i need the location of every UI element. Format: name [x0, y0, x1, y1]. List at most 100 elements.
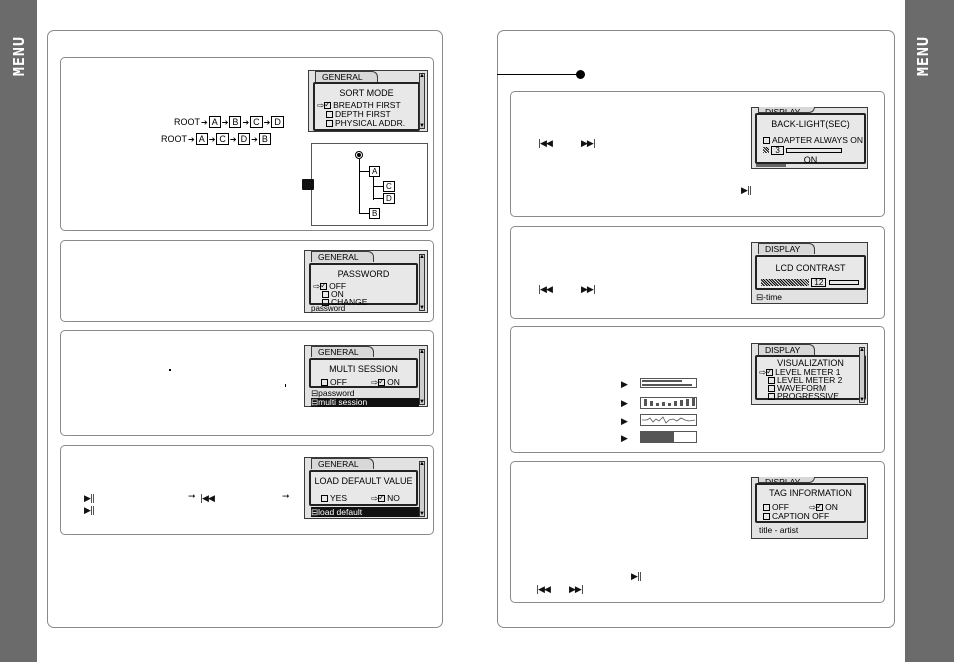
level-meter-1-icon [640, 378, 697, 388]
lcd-slider: 3 [763, 145, 857, 155]
lcd-option-no-selected: ⇨NO [371, 493, 400, 503]
lcd-option: CHANGE [322, 297, 367, 307]
lcd-panel: LOAD DEFAULT VALUE YES ⇨NO [309, 470, 418, 506]
lcd-row-multi-session-selected: ⊟multi session [311, 398, 419, 407]
lcd-bottom-row: title - artist [759, 525, 799, 535]
load-default-section: ▶|| ▶|| ➞ |◀◀ ➞ GENERAL LOAD DEFAULT VAL… [60, 445, 434, 535]
lcd-scrollbar [419, 73, 425, 129]
lcd-slider-value: 3 [771, 146, 784, 155]
path-node: B [229, 116, 242, 128]
lcd-title: VISUALIZATION [777, 358, 844, 368]
lcd-tab: DISPLAY [758, 243, 816, 254]
lcd-option-yes: YES [321, 493, 347, 503]
lcd-row-password: ⊟password [311, 388, 355, 398]
play-icon: ▶ [621, 399, 628, 409]
play-pause-icon: ▶|| [84, 506, 95, 516]
tree-node-a: A [369, 166, 381, 177]
path-node: D [271, 116, 284, 128]
lcd-option: DEPTH FIRST [326, 109, 391, 119]
folder-icon [302, 179, 314, 190]
lcd-panel: VISUALIZATION ⇨LEVEL METER 1 LEVEL METER… [755, 355, 866, 401]
arrow-icon: ➞ [282, 492, 289, 502]
lcd-scrollbar [859, 347, 865, 403]
left-side-band [0, 0, 37, 662]
backlight-section: |◀◀ ▶▶| ▶|| DISPLAY BACK-LIGHT(SEC) ADAP… [510, 91, 885, 217]
lcd-panel: PASSWORD ⇨OFF ON CHANGE [309, 263, 418, 307]
lcd-option: PROGRESSIVE [768, 391, 839, 401]
play-pause-icon: ▶|| [84, 494, 95, 504]
progressive-icon [640, 431, 697, 443]
path-root: ROOT [161, 134, 187, 144]
lcd-title: TAG INFORMATION [769, 488, 852, 498]
play-pause-icon: ▶|| [631, 572, 642, 582]
lcd-tab: GENERAL [315, 71, 378, 82]
lcd-tab: GENERAL [311, 458, 374, 469]
lcd-title: SORT MODE [339, 88, 394, 98]
play-icon: ▶ [621, 417, 628, 427]
lcd-panel: SORT MODE ⇨BREADTH FIRST DEPTH FIRST PHY… [313, 82, 420, 131]
path-root: ROOT [174, 117, 200, 127]
path-node: C [250, 116, 263, 128]
heading-bullet-icon [576, 70, 585, 79]
left-menu-label: MENU [10, 36, 28, 77]
tag-information-lcd: DISPLAY TAG INFORMATION OFF ⇨ON CAPTION … [751, 477, 868, 539]
path-node: B [258, 133, 271, 145]
path-node: A [208, 116, 221, 128]
visualization-lcd: DISPLAY VISUALIZATION ⇨LEVEL METER 1 LEV… [751, 343, 868, 405]
password-section: GENERAL PASSWORD ⇨OFF ON CHANGE password [60, 240, 434, 322]
sort-mode-lcd: GENERAL SORT MODE ⇨BREADTH FIRST DEPTH F… [308, 70, 428, 132]
lcd-scrollbar [419, 349, 425, 405]
waveform-icon [640, 414, 697, 426]
tree-node-c: C [383, 181, 395, 192]
lcd-scrollbar [419, 254, 425, 311]
play-pause-icon: ▶|| [741, 186, 752, 196]
contrast-lcd: DISPLAY LCD CONTRAST 12 ⊟-time [751, 242, 868, 304]
lcd-option-selected: ⇨LEVEL METER 1 [759, 367, 840, 377]
lcd-panel: LCD CONTRAST 12 [755, 255, 866, 290]
lcd-option-off: OFF [763, 502, 789, 512]
multi-session-section: GENERAL MULTI SESSION OFF ⇨ON ⊟password … [60, 330, 434, 436]
lcd-title: LCD CONTRAST [775, 263, 846, 273]
play-icon: ▶ [621, 380, 628, 390]
level-meter-2-icon [640, 397, 697, 409]
lcd-title: PASSWORD [337, 269, 390, 279]
lcd-option-selected: ⇨OFF [313, 281, 346, 291]
lcd-option: ON [322, 289, 344, 299]
lcd-scrollbar [419, 461, 425, 517]
lcd-title: BACK-LIGHT(SEC) [771, 119, 850, 129]
lcd-tab: GENERAL [311, 346, 374, 357]
tree-root-icon [355, 151, 363, 159]
lcd-option: ADAPTER ALWAYS ON [763, 135, 863, 145]
tag-information-section: ▶|| |◀◀ ▶▶| DISPLAY TAG INFORMATION OFF … [510, 461, 885, 603]
lcd-title: MULTI SESSION [329, 364, 398, 374]
right-side-band [905, 0, 954, 662]
lcd-option: PHYSICAL ADDR. [326, 118, 405, 128]
backlight-lcd: DISPLAY BACK-LIGHT(SEC) ADAPTER ALWAYS O… [751, 107, 868, 169]
previous-icon: |◀◀ [538, 139, 553, 149]
multi-session-lcd: GENERAL MULTI SESSION OFF ⇨ON ⊟password … [304, 345, 428, 407]
previous-icon: |◀◀ [200, 494, 215, 504]
path-node: D [237, 133, 251, 145]
waveform-line [642, 416, 696, 424]
right-menu-label: MENU [914, 36, 932, 77]
lcd-panel: TAG INFORMATION OFF ⇨ON CAPTION OFF [755, 483, 866, 523]
lcd-tab: DISPLAY [758, 344, 816, 355]
lcd-option: WAVEFORM [768, 383, 826, 393]
lcd-panel: MULTI SESSION OFF ⇨ON [309, 358, 418, 388]
contrast-section: |◀◀ ▶▶| DISPLAY LCD CONTRAST 12 ⊟-time [510, 226, 885, 319]
lcd-bottom-row: password [311, 305, 346, 313]
lcd-option-selected: ⇨BREADTH FIRST [317, 100, 401, 110]
path-node: C [216, 133, 229, 145]
next-icon: ▶▶| [581, 285, 596, 295]
arrow-icon: ➞ [188, 492, 195, 502]
next-icon: ▶▶| [569, 585, 584, 595]
visualization-section: DISPLAY VISUALIZATION ⇨LEVEL METER 1 LEV… [510, 326, 885, 453]
path-node: A [195, 133, 208, 145]
lcd-title: LOAD DEFAULT VALUE [314, 476, 413, 486]
lcd-caption-option: CAPTION OFF [763, 511, 829, 521]
lcd-status: ON [803, 155, 818, 165]
lcd-tab: GENERAL [311, 251, 374, 262]
password-lcd: GENERAL PASSWORD ⇨OFF ON CHANGE password [304, 250, 428, 313]
previous-icon: |◀◀ [536, 585, 551, 595]
play-icon: ▶ [621, 434, 628, 444]
